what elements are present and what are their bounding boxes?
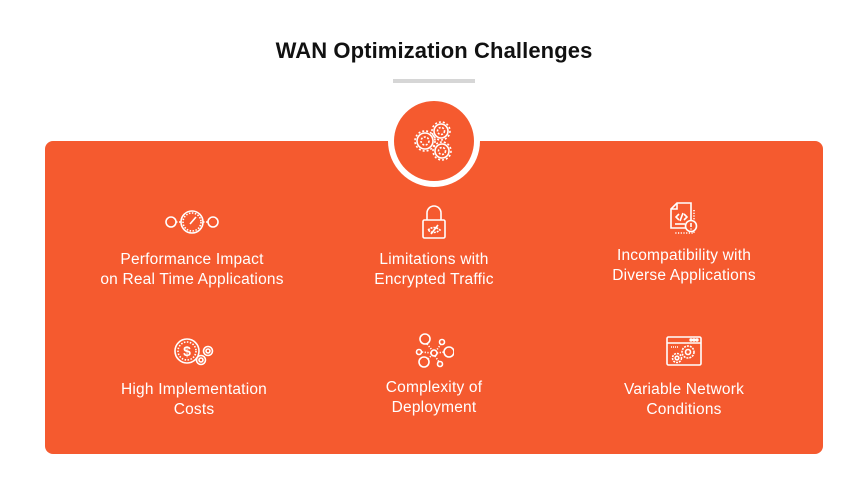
challenge-item: $ High Implementation Costs — [74, 334, 314, 420]
challenge-label-line1: Performance Impact — [120, 251, 264, 268]
challenge-label-line2: Diverse Applications — [612, 267, 756, 284]
page-title: WAN Optimization Challenges — [275, 38, 593, 63]
challenge-label-line2: Conditions — [646, 401, 722, 418]
challenges-panel — [45, 141, 823, 454]
challenge-label-line1: Incompatibility with — [616, 247, 752, 264]
code-document-warning-icon — [564, 200, 804, 238]
challenge-label-line1: High Implementation — [121, 381, 267, 398]
challenge-item: Incompatibility with Diverse Application… — [564, 200, 804, 286]
gears-icon — [409, 116, 459, 166]
challenge-item: Complexity of Deployment — [314, 332, 554, 418]
browser-gears-icon — [564, 334, 804, 372]
title-underline — [393, 79, 475, 83]
challenge-label-line1: Limitations with — [379, 251, 489, 268]
lock-icon — [314, 204, 554, 242]
gauge-icon — [72, 204, 312, 242]
badge — [394, 101, 474, 181]
challenge-label-line1: Complexity of — [385, 379, 483, 396]
svg-text:$: $ — [183, 343, 191, 359]
challenge-label-line2: on Real Time Applications — [100, 271, 284, 288]
challenge-label-line1: Variable Network — [623, 381, 745, 398]
network-nodes-icon — [314, 332, 554, 370]
challenge-label-line2: Deployment — [391, 399, 477, 416]
challenge-item: Variable Network Conditions — [564, 334, 804, 420]
dollar-gears-icon: $ — [74, 334, 314, 372]
challenge-item: Performance Impact on Real Time Applicat… — [72, 204, 312, 290]
challenge-item: Limitations with Encrypted Traffic — [314, 204, 554, 290]
challenge-label-line2: Costs — [173, 401, 215, 418]
challenge-label-line2: Encrypted Traffic — [374, 271, 494, 288]
